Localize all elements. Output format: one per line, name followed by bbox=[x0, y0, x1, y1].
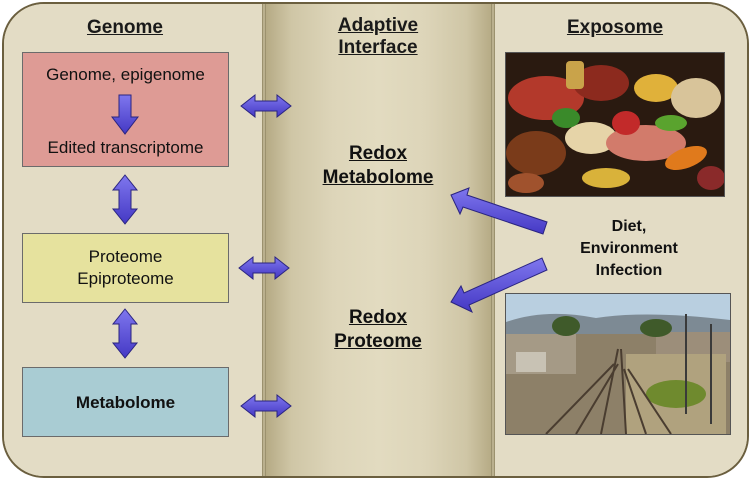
genome-heading: Genome bbox=[86, 17, 164, 38]
diet-line: Diet, bbox=[611, 218, 647, 235]
right-divider bbox=[491, 4, 495, 476]
adaptive-interface-heading: Adaptive Interface bbox=[337, 15, 419, 58]
proteome-box: Proteome Epiproteome bbox=[22, 233, 229, 303]
exposome-heading: Exposome bbox=[566, 17, 664, 38]
genome-proteome-double-arrow bbox=[111, 174, 139, 225]
genome-box: Genome, epigenome Edited transcriptome bbox=[22, 52, 229, 167]
redox-proteome-line1: Redox bbox=[348, 307, 408, 328]
metabolome-box: Metabolome bbox=[22, 367, 229, 437]
edited-transcriptome-label: Edited transcriptome bbox=[47, 138, 204, 157]
proteome-interface-double-arrow bbox=[238, 255, 290, 281]
exposome-to-redox-proteome-arrow bbox=[450, 257, 548, 314]
environment-line: Environment bbox=[580, 240, 678, 257]
railroad-illustration bbox=[506, 294, 730, 434]
metabolome-label: Metabolome bbox=[75, 393, 176, 412]
food-illustration bbox=[506, 53, 724, 196]
genome-interface-double-arrow bbox=[240, 93, 292, 119]
redox-metabolome-label: Redox Metabolome bbox=[290, 142, 466, 190]
exposure-sources-label: Diet, Environment Infection bbox=[548, 216, 710, 282]
infection-line: Infection bbox=[595, 262, 663, 279]
food-photo bbox=[505, 52, 725, 197]
proteome-metabolome-double-arrow bbox=[111, 308, 139, 359]
redox-metabolome-line1: Redox bbox=[348, 143, 408, 164]
redox-metabolome-line2: Metabolome bbox=[322, 167, 434, 188]
left-divider bbox=[262, 4, 266, 476]
metabolome-interface-double-arrow bbox=[240, 393, 292, 419]
down-arrow bbox=[110, 94, 140, 135]
railroad-photo bbox=[505, 293, 731, 435]
redox-proteome-line2: Proteome bbox=[334, 331, 422, 352]
proteome-label: Proteome bbox=[88, 247, 163, 266]
genome-epigenome-label: Genome, epigenome bbox=[46, 65, 205, 84]
epiproteome-label: Epiproteome bbox=[77, 269, 174, 288]
exposome-to-redox-metabolome-arrow bbox=[450, 187, 548, 235]
redox-proteome-label: Redox Proteome bbox=[290, 306, 466, 354]
adaptive-interface-column bbox=[264, 4, 494, 476]
